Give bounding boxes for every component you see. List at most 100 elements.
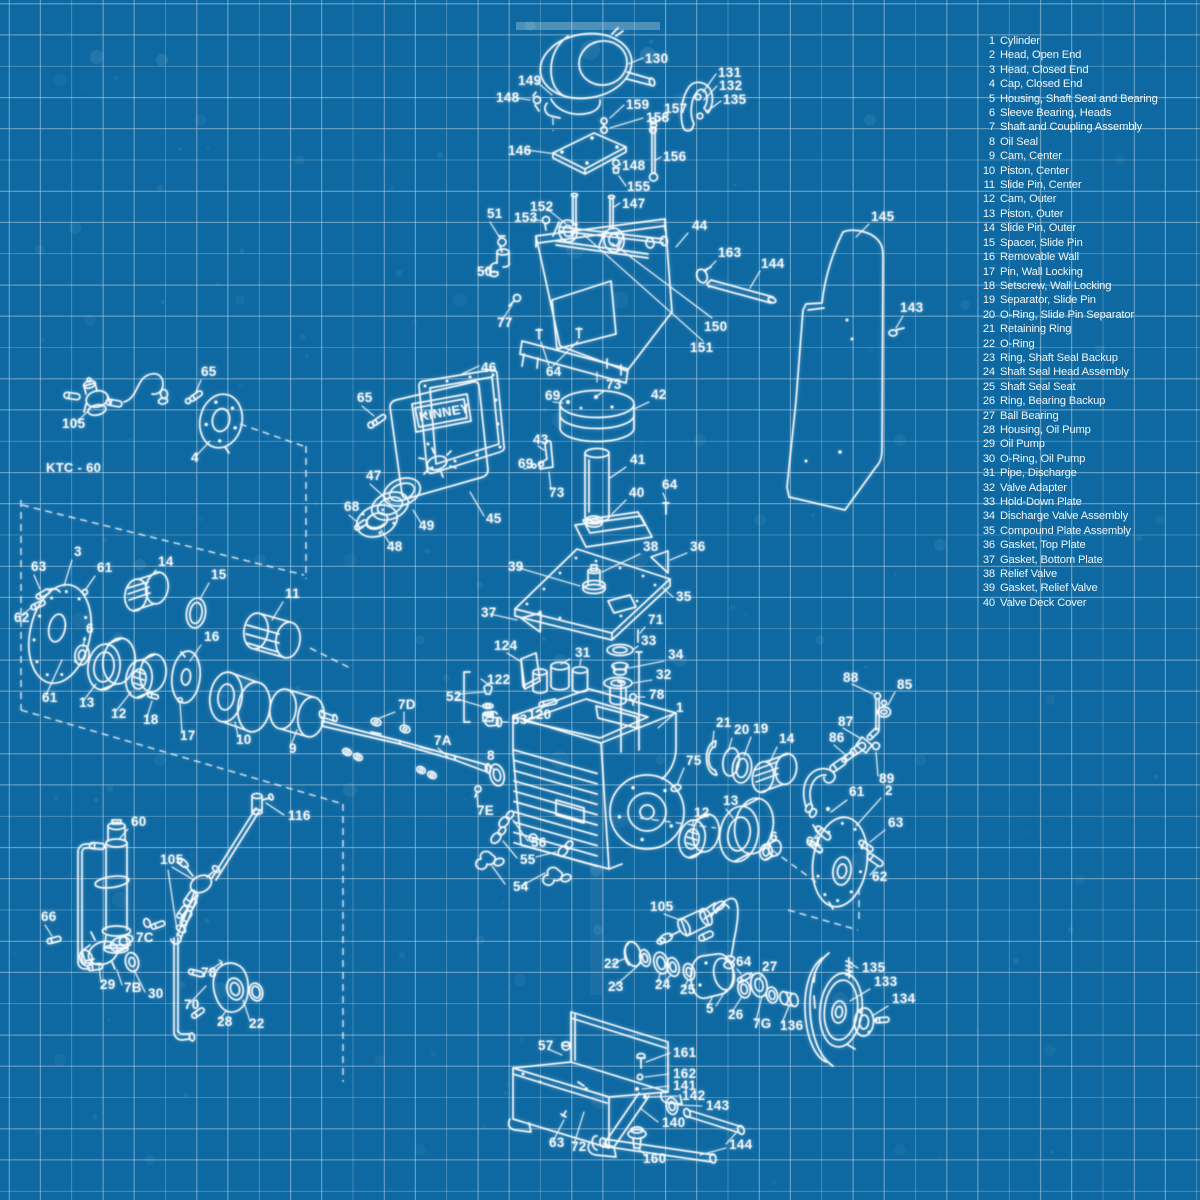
svg-text:39: 39 xyxy=(508,559,524,574)
svg-text:8: 8 xyxy=(487,748,495,763)
svg-text:24: 24 xyxy=(655,977,671,992)
svg-text:7G: 7G xyxy=(753,1016,772,1031)
svg-text:150: 150 xyxy=(704,319,727,334)
svg-text:6: 6 xyxy=(770,829,778,844)
svg-text:65: 65 xyxy=(357,390,373,405)
svg-text:52: 52 xyxy=(446,689,462,704)
svg-text:69: 69 xyxy=(518,456,534,471)
svg-text:134: 134 xyxy=(892,991,916,1006)
svg-text:KTC - 60: KTC - 60 xyxy=(46,460,101,475)
svg-text:7A: 7A xyxy=(434,733,452,748)
svg-text:162: 162 xyxy=(673,1066,696,1081)
svg-text:105: 105 xyxy=(62,416,86,431)
svg-text:KINNEY: KINNEY xyxy=(418,400,471,424)
svg-text:141: 141 xyxy=(673,1078,697,1093)
svg-text:22: 22 xyxy=(249,1016,265,1031)
svg-text:38: 38 xyxy=(643,539,659,554)
svg-text:12: 12 xyxy=(111,706,127,721)
svg-text:63: 63 xyxy=(549,1135,565,1150)
svg-text:47: 47 xyxy=(366,468,382,483)
svg-text:66: 66 xyxy=(41,909,57,924)
svg-text:116: 116 xyxy=(288,808,311,823)
svg-text:14: 14 xyxy=(779,731,795,746)
svg-text:7G: 7G xyxy=(753,1016,772,1031)
svg-text:31: 31 xyxy=(575,645,591,660)
svg-text:71: 71 xyxy=(648,612,664,627)
svg-text:29: 29 xyxy=(100,977,116,992)
svg-text:37: 37 xyxy=(481,605,497,620)
svg-text:7B: 7B xyxy=(124,980,142,995)
svg-text:54: 54 xyxy=(513,879,529,894)
svg-text:145: 145 xyxy=(871,209,895,224)
svg-text:55: 55 xyxy=(520,852,536,867)
svg-text:57: 57 xyxy=(538,1038,554,1053)
svg-text:73: 73 xyxy=(606,377,622,392)
svg-text:132: 132 xyxy=(719,78,742,93)
svg-text:87: 87 xyxy=(838,714,854,729)
svg-text:38: 38 xyxy=(643,539,659,554)
svg-text:3: 3 xyxy=(74,544,82,559)
svg-text:18: 18 xyxy=(143,712,159,727)
svg-text:53: 53 xyxy=(512,712,528,727)
svg-text:25: 25 xyxy=(680,982,696,997)
svg-text:39: 39 xyxy=(508,559,524,574)
svg-text:140: 140 xyxy=(662,1115,685,1130)
svg-text:77: 77 xyxy=(497,315,513,330)
svg-text:143: 143 xyxy=(900,300,924,315)
svg-text:KTC - 60: KTC - 60 xyxy=(46,460,101,475)
svg-text:3: 3 xyxy=(74,544,82,559)
svg-text:158: 158 xyxy=(646,110,670,125)
svg-text:17: 17 xyxy=(180,728,196,743)
svg-text:160: 160 xyxy=(643,1151,666,1166)
svg-text:6: 6 xyxy=(86,621,94,636)
svg-text:156: 156 xyxy=(663,149,687,164)
svg-text:78: 78 xyxy=(201,965,217,980)
svg-text:57: 57 xyxy=(538,1038,554,1053)
svg-text:130: 130 xyxy=(645,51,668,66)
svg-text:28: 28 xyxy=(217,1014,233,1029)
svg-text:71: 71 xyxy=(648,612,664,627)
svg-text:33: 33 xyxy=(641,633,657,648)
svg-text:44: 44 xyxy=(692,218,708,233)
svg-text:158: 158 xyxy=(646,110,670,125)
svg-text:50: 50 xyxy=(477,264,493,279)
svg-text:148: 148 xyxy=(496,90,520,105)
svg-text:135: 135 xyxy=(723,92,747,107)
svg-text:144: 144 xyxy=(761,256,785,271)
svg-text:26: 26 xyxy=(728,1007,744,1022)
svg-text:53: 53 xyxy=(512,712,528,727)
svg-text:105: 105 xyxy=(650,899,674,914)
svg-text:157: 157 xyxy=(664,101,687,116)
svg-text:148: 148 xyxy=(622,158,646,173)
svg-text:23: 23 xyxy=(608,979,624,994)
svg-text:63: 63 xyxy=(888,815,904,830)
svg-text:135: 135 xyxy=(862,960,886,975)
svg-text:88: 88 xyxy=(843,670,859,685)
svg-text:62: 62 xyxy=(14,610,30,625)
svg-text:5: 5 xyxy=(706,1001,714,1016)
svg-text:34: 34 xyxy=(668,647,684,662)
svg-text:131: 131 xyxy=(718,65,742,80)
svg-text:73: 73 xyxy=(549,485,565,500)
svg-text:27: 27 xyxy=(762,959,778,974)
svg-text:144: 144 xyxy=(729,1137,753,1152)
svg-text:157: 157 xyxy=(664,101,687,116)
svg-text:116: 116 xyxy=(288,808,311,823)
svg-text:14: 14 xyxy=(158,554,174,569)
svg-text:85: 85 xyxy=(897,677,913,692)
svg-text:36: 36 xyxy=(690,539,706,554)
svg-text:163: 163 xyxy=(718,245,742,260)
svg-text:62: 62 xyxy=(872,869,888,884)
svg-text:6: 6 xyxy=(86,621,94,636)
svg-text:37: 37 xyxy=(481,605,497,620)
svg-text:65: 65 xyxy=(201,364,217,379)
svg-text:61: 61 xyxy=(97,560,113,575)
svg-text:65: 65 xyxy=(201,364,217,379)
svg-text:7B: 7B xyxy=(124,980,142,995)
svg-text:22: 22 xyxy=(604,956,620,971)
svg-text:51: 51 xyxy=(487,206,503,221)
svg-text:45: 45 xyxy=(486,511,502,526)
svg-text:22: 22 xyxy=(604,956,620,971)
svg-text:120: 120 xyxy=(528,707,551,722)
svg-text:46: 46 xyxy=(481,360,497,375)
